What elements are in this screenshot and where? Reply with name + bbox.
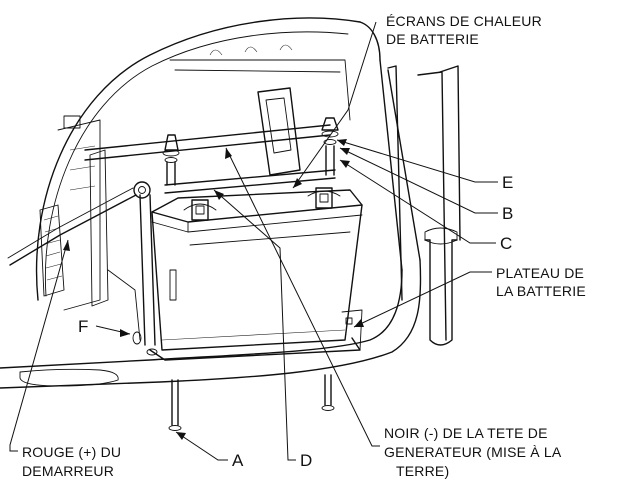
label-tray-line1: PLATEAU DE — [496, 265, 584, 281]
label-letter-f: F — [78, 317, 88, 336]
label-letter-e: E — [502, 173, 513, 192]
label-letter-c: C — [500, 234, 512, 253]
battery-tray — [149, 309, 363, 361]
heat-shields — [257, 87, 301, 176]
label-black-cable-line3: TERRE) — [396, 463, 449, 479]
label-heat-shields-line2: DE BATTERIE — [386, 31, 479, 47]
label-heat-shields-line1: ÉCRANS DE CHALEUR — [386, 13, 542, 29]
label-black-cable-line1: NOIR (-) DE LA TETE DE — [384, 425, 548, 441]
hold-down-frame — [84, 124, 336, 346]
label-letter-b: B — [502, 204, 513, 223]
mounting-bolts — [132, 331, 335, 431]
label-black-cable-line2: GENERATEUR (MISE À LA — [384, 444, 562, 460]
arrowheads — [63, 139, 364, 440]
label-letter-a: A — [232, 451, 244, 470]
red-starter-cable — [7, 187, 137, 266]
leader-lines — [9, 21, 498, 461]
battery — [151, 187, 363, 351]
label-red-cable-line1: ROUGE (+) DU — [22, 444, 121, 460]
left-grille — [39, 115, 101, 311]
label-letter-d: D — [300, 451, 312, 470]
generator-enclosure — [0, 17, 422, 389]
label-tray-line2: LA BATTERIE — [496, 283, 586, 299]
vertical-pipes — [387, 65, 461, 346]
hardware-left — [162, 134, 180, 186]
hardware-right — [321, 117, 339, 176]
label-red-cable-line2: DEMARREUR — [22, 463, 114, 479]
